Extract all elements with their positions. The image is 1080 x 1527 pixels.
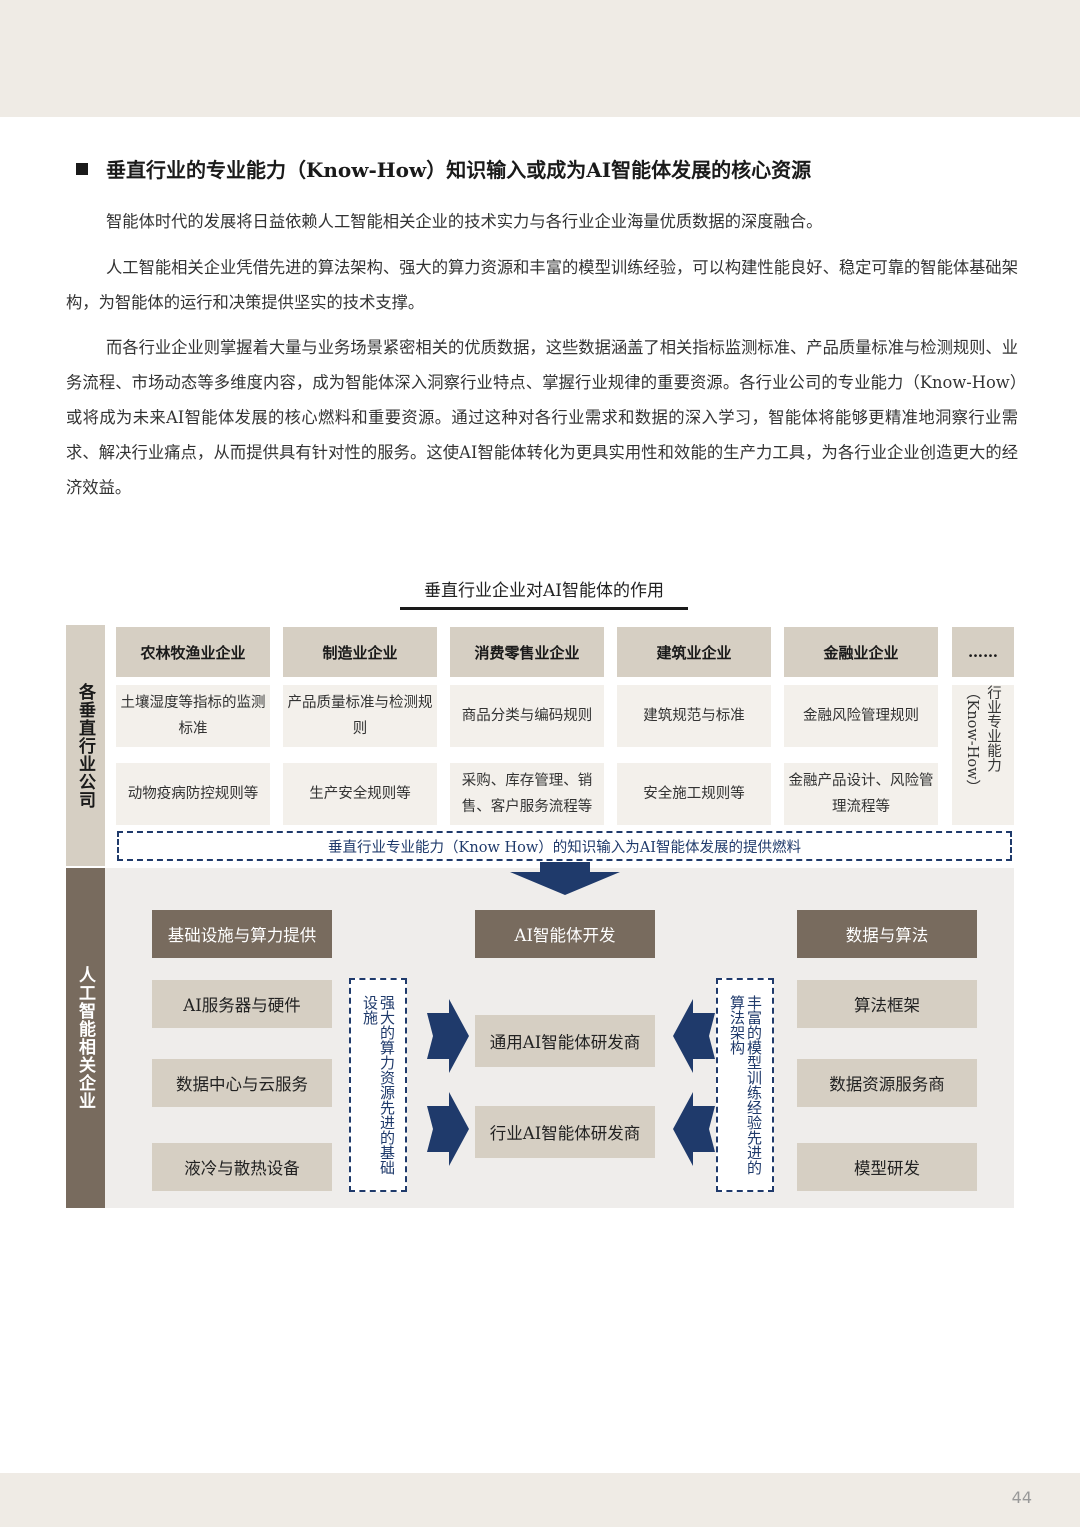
right-item: 数据资源服务商 (797, 1059, 977, 1107)
arrow-left-icon (673, 1092, 715, 1166)
paragraph-3: 而各行业企业则掌握着大量与业务场景紧密相关的优质数据，这些数据涵盖了相关指标监测… (66, 338, 1018, 497)
square-bullet-icon (76, 163, 88, 175)
knowhow-cell: 行业专业能力（Know-How） (952, 685, 1014, 825)
left-item: AI服务器与硬件 (152, 980, 332, 1028)
industry-cell: 产品质量标准与检测规则 (283, 685, 437, 747)
industry-area: 农林牧渔业企业 制造业企业 消费零售业企业 建筑业企业 金融业企业 …… 土壤湿… (105, 625, 1014, 866)
industry-header-ellipsis: …… (952, 627, 1014, 677)
right-item: 算法框架 (797, 980, 977, 1028)
bottom-band (0, 1473, 1080, 1527)
section-heading-text: 垂直行业的专业能力（Know-How）知识输入或成为AI智能体发展的核心资源 (106, 158, 812, 182)
data-algo-header: 数据与算法 (797, 910, 977, 958)
paragraph-2: 人工智能相关企业凭借先进的算法架构、强大的算力资源和丰富的模型训练经验，可以构建… (66, 258, 1018, 312)
arrow-left-icon (673, 999, 715, 1073)
industry-cell: 动物疫病防控规则等 (116, 763, 270, 825)
arrow-right-icon (427, 999, 469, 1073)
infrastructure-header: 基础设施与算力提供 (152, 910, 332, 958)
industry-header: 制造业企业 (283, 627, 437, 677)
arrow-right-icon (427, 1092, 469, 1166)
ai-area: 基础设施与算力提供 AI服务器与硬件 数据中心与云服务 液冷与散热设备 强大的算… (105, 868, 1014, 1208)
agent-dev-header: AI智能体开发 (475, 910, 655, 958)
industry-header: 金融业企业 (784, 627, 938, 677)
side-label-ai: 人工智能相关企业 (66, 868, 105, 1208)
model-training-box: 丰富的模型训练经验先进的算法架构 (716, 978, 774, 1192)
industry-cell: 采购、库存管理、销售、客户服务流程等 (450, 763, 604, 825)
industry-cell: 安全施工规则等 (617, 763, 771, 825)
industry-cell: 金融风险管理规则 (784, 685, 938, 747)
diagram: 各垂直行业公司 人工智能相关企业 农林牧渔业企业 制造业企业 消费零售业企业 建… (66, 625, 1014, 1208)
section-heading: 垂直行业的专业能力（Know-How）知识输入或成为AI智能体发展的核心资源 (76, 154, 811, 183)
industry-cell: 生产安全规则等 (283, 763, 437, 825)
center-item: 行业AI智能体研发商 (475, 1106, 655, 1158)
left-item: 液冷与散热设备 (152, 1143, 332, 1191)
center-item: 通用AI智能体研发商 (475, 1015, 655, 1067)
industry-cell: 金融产品设计、风险管理流程等 (784, 763, 938, 825)
paragraph-1: 智能体时代的发展将日益依赖人工智能相关企业的技术实力与各行业企业海量优质数据的深… (106, 212, 823, 231)
page-number: 44 (1011, 1488, 1032, 1507)
top-band (0, 0, 1080, 117)
right-item: 模型研发 (797, 1143, 977, 1191)
side-label-industry: 各垂直行业公司 (66, 625, 105, 866)
industry-header: 消费零售业企业 (450, 627, 604, 677)
industry-cell: 建筑规范与标准 (617, 685, 771, 747)
arrow-down-icon (510, 862, 620, 895)
diagram-title: 垂直行业企业对AI智能体的作用 (400, 576, 688, 610)
left-item: 数据中心与云服务 (152, 1059, 332, 1107)
industry-cell: 土壤湿度等指标的监测标准 (116, 685, 270, 747)
compute-resource-box: 强大的算力资源先进的基础设施 (349, 978, 407, 1192)
industry-header: 农林牧渔业企业 (116, 627, 270, 677)
industry-header: 建筑业企业 (617, 627, 771, 677)
industry-cell: 商品分类与编码规则 (450, 685, 604, 747)
fuel-bar: 垂直行业专业能力（Know How）的知识输入为AI智能体发展的提供燃料 (117, 831, 1012, 861)
